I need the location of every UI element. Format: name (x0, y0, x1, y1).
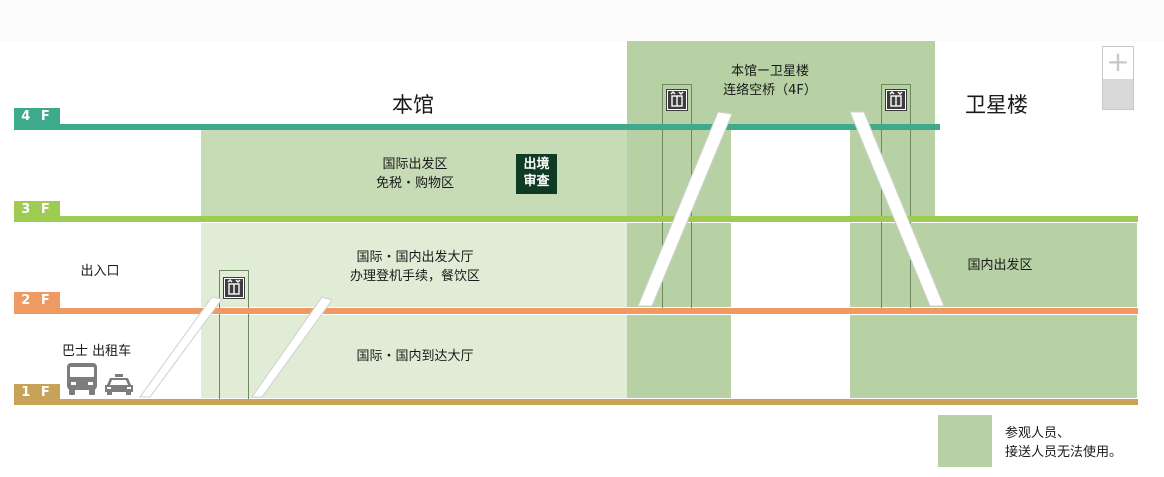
top-band (0, 0, 1164, 42)
zoom-in-icon[interactable]: + (1106, 45, 1130, 78)
elevator-icon (886, 90, 906, 110)
floor-tag-2f: 2 F (14, 292, 60, 309)
arrival-hall-label: 国际・国内到达大厅 (356, 349, 474, 364)
floor-tag-4f: 4 F (14, 108, 60, 125)
floor-line-2f (14, 308, 1138, 314)
floor-tag-1f: 1 F (14, 384, 60, 401)
floor-line-3f (14, 216, 1138, 222)
main-building-title: 本馆 (392, 93, 434, 117)
bus-icon (66, 362, 98, 396)
legend-line1: 参观人员、 (1005, 426, 1071, 441)
departure-hall-label: 国际・国内出发大厅 办理登机手续，餐饮区 (330, 248, 500, 286)
departure-hall-line2: 办理登机手续，餐饮区 (349, 269, 480, 284)
entrance-label: 出入口 (80, 264, 120, 279)
floor-line-4f (14, 124, 940, 130)
main-restricted-1f (627, 315, 731, 398)
bridge-zone (627, 41, 935, 124)
zoom-out-icon[interactable] (1103, 79, 1133, 109)
escalator-1f-2f-mid (251, 296, 333, 398)
satellite-restricted-1f (850, 315, 1137, 398)
legend-text: 参观人员、 接送人员无法使用。 (1005, 424, 1122, 462)
arrival-hall-zone (201, 315, 627, 398)
departure-hall-line1: 国际・国内出发大厅 (356, 250, 474, 265)
domestic-departure-label: 国内出发区 (967, 258, 1033, 273)
customs-badge: 出境 审查 (516, 154, 557, 194)
escalator-2f-4f-left (637, 111, 733, 307)
escalator-1f-2f-left (139, 296, 223, 398)
intl-departure-line1: 国际出发区 (382, 157, 448, 172)
transport-label: 巴士 出租车 (62, 344, 132, 359)
departure-hall-zone (201, 223, 627, 307)
intl-departure-zone (201, 130, 664, 216)
intl-departure-label: 国际出发区 免税・购物区 (345, 155, 485, 193)
escalator-4f-2f-right (849, 111, 945, 307)
elevator-icon (224, 278, 244, 298)
bridge-label: 本馆ー卫星楼 连络空桥（4F） (700, 62, 840, 100)
customs-line1: 出境 (523, 157, 550, 172)
floor-tag-3f: 3 F (14, 201, 60, 218)
taxi-icon (104, 374, 134, 396)
customs-line2: 审查 (523, 174, 550, 189)
bridge-label-line2: 连络空桥（4F） (723, 83, 817, 98)
intl-departure-line2: 免税・购物区 (375, 176, 454, 191)
satellite-building-title: 卫星楼 (965, 93, 1028, 117)
domestic-departure-zone (850, 223, 1137, 307)
elevator-icon (667, 90, 687, 110)
legend-swatch (938, 415, 992, 467)
legend-line2: 接送人员无法使用。 (1005, 445, 1123, 460)
zoom-control: + (1102, 46, 1134, 110)
bridge-label-line1: 本馆ー卫星楼 (730, 64, 809, 79)
floor-line-1f (14, 399, 1138, 405)
